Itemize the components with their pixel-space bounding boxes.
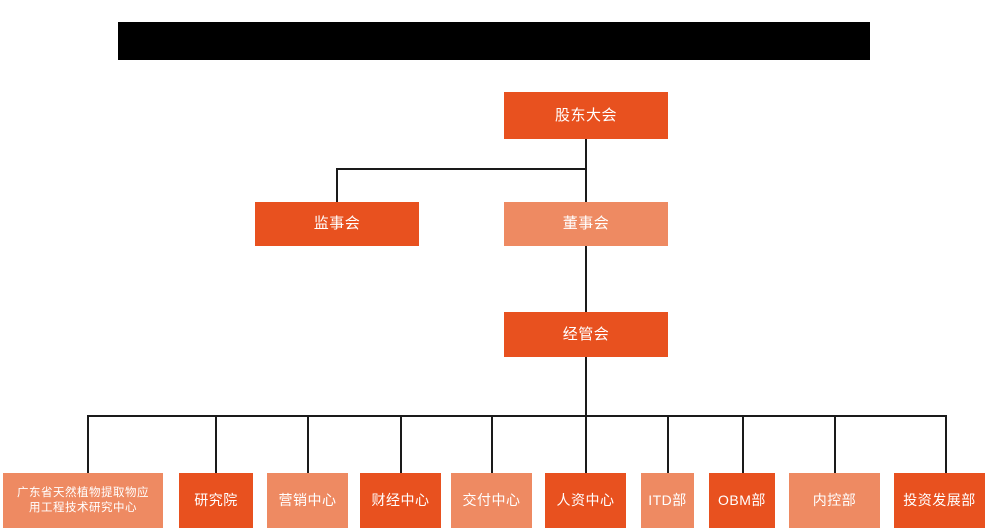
connector-departments-bus: [87, 415, 946, 417]
node-investment-development-department[interactable]: 投资发展部: [894, 473, 985, 528]
node-itd-department-label: ITD部: [648, 491, 687, 508]
connector-supervisors-down: [336, 168, 338, 203]
node-internal-control-department[interactable]: 内控部: [789, 473, 880, 528]
node-research-center-label: 广东省天然植物提取物应 用工程技术研究中心: [17, 486, 149, 514]
node-shareholders-meeting[interactable]: 股东大会: [504, 92, 668, 139]
node-institute[interactable]: 研究院: [179, 473, 253, 528]
node-obm-department-label: OBM部: [718, 491, 766, 508]
connector-drop-delivery: [491, 415, 493, 473]
connector-drop-hr: [585, 415, 587, 473]
node-delivery-center[interactable]: 交付中心: [451, 473, 532, 528]
node-shareholders-meeting-label: 股东大会: [554, 106, 617, 124]
connector-management-down: [585, 357, 587, 416]
node-management-committee-label: 经管会: [562, 325, 610, 343]
node-finance-center[interactable]: 财经中心: [360, 473, 441, 528]
node-board-of-supervisors[interactable]: 监事会: [255, 202, 419, 246]
connector-level2-bus: [336, 168, 587, 170]
connector-directors-down: [585, 168, 587, 203]
node-management-committee[interactable]: 经管会: [504, 312, 668, 357]
node-institute-label: 研究院: [194, 491, 238, 508]
connector-drop-investment: [945, 415, 947, 473]
redacted-title-banner: [118, 22, 870, 60]
connector-drop-internal-control: [834, 415, 836, 473]
connector-drop-institute: [215, 415, 217, 473]
node-board-of-directors[interactable]: 董事会: [504, 202, 668, 246]
connector-drop-itd: [667, 415, 669, 473]
connector-drop-research-center: [87, 415, 89, 473]
node-itd-department[interactable]: ITD部: [641, 473, 694, 528]
node-obm-department[interactable]: OBM部: [709, 473, 775, 528]
node-delivery-center-label: 交付中心: [462, 491, 521, 508]
node-hr-center[interactable]: 人资中心: [545, 473, 626, 528]
node-finance-center-label: 财经中心: [371, 491, 430, 508]
node-internal-control-department-label: 内控部: [812, 491, 857, 508]
node-marketing-center[interactable]: 营销中心: [267, 473, 348, 528]
node-board-of-directors-label: 董事会: [562, 215, 610, 233]
connector-drop-finance: [400, 415, 402, 473]
node-hr-center-label: 人资中心: [556, 491, 615, 508]
node-marketing-center-label: 营销中心: [278, 491, 337, 508]
node-research-center[interactable]: 广东省天然植物提取物应 用工程技术研究中心: [3, 473, 163, 528]
connector-drop-obm: [742, 415, 744, 473]
connector-directors-management: [585, 244, 587, 312]
node-board-of-supervisors-label: 监事会: [313, 215, 361, 233]
connector-shareholders-down: [585, 138, 587, 170]
node-investment-development-department-label: 投资发展部: [903, 491, 976, 508]
connector-drop-marketing: [307, 415, 309, 473]
